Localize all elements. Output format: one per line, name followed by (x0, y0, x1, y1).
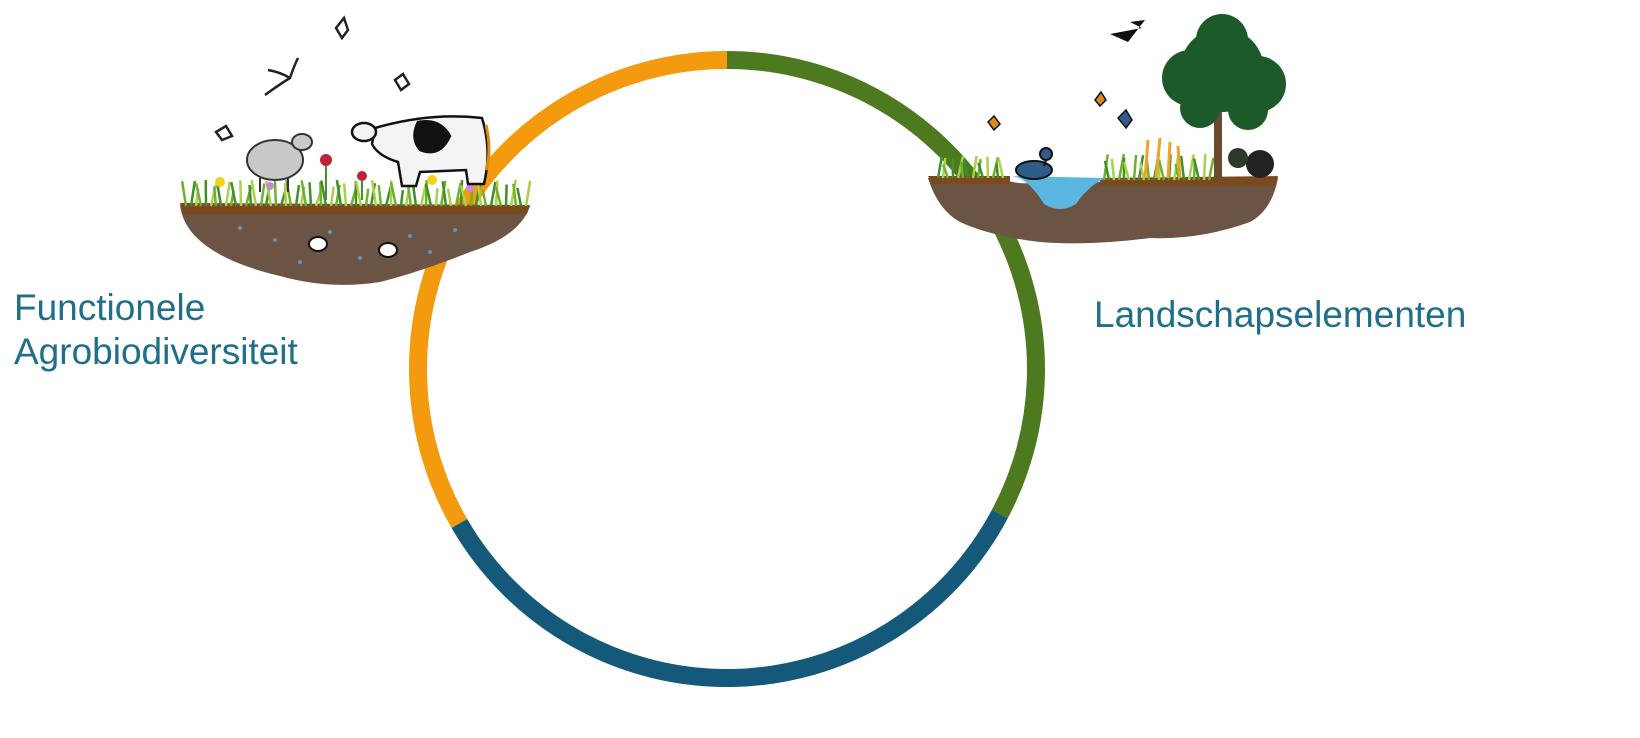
grass-blade (308, 182, 313, 207)
grass-blade (454, 182, 462, 207)
grass-blade (265, 180, 273, 207)
grass-blade (459, 184, 468, 207)
grass-blade (997, 158, 1005, 179)
grass-blade (180, 180, 188, 207)
grass-blade (230, 181, 238, 207)
grass-blade (941, 164, 950, 179)
blue-segment (451, 509, 1008, 687)
grass-blade (412, 186, 418, 207)
grass-blade (446, 188, 453, 207)
grass-blade (294, 184, 301, 207)
grass-blade (364, 188, 370, 207)
grass-blade (962, 159, 970, 179)
grass-blade (956, 156, 965, 179)
grass-blade (224, 181, 231, 207)
grass-blade (259, 183, 266, 207)
grass-blade (504, 184, 508, 207)
grass-blade (971, 155, 978, 179)
grass-blade (516, 187, 523, 207)
farm-biodiversity-illustration (180, 15, 532, 285)
grass-blade (1202, 153, 1207, 181)
grass-blade (283, 183, 288, 207)
grass-blade (370, 179, 378, 207)
grass-blade (342, 183, 348, 207)
grass-blade (1174, 163, 1181, 181)
grass-blade (977, 162, 985, 179)
grass-blade (1132, 154, 1138, 181)
grass-blade (1192, 158, 1201, 181)
grass-blade (389, 182, 398, 207)
grass-blade (194, 183, 203, 207)
grass-blade (1187, 154, 1195, 181)
grass-blade (986, 156, 990, 179)
grass-blade (369, 183, 377, 207)
grass-blade (424, 179, 428, 207)
grass-blade (512, 183, 518, 207)
grass-blade (936, 156, 944, 179)
grass-blade (189, 180, 197, 207)
landscape-elements-illustration (928, 14, 1286, 244)
grass-blade (212, 186, 218, 207)
grass-blade (1207, 157, 1215, 181)
grass-blade (273, 181, 278, 207)
grass-blade (329, 186, 335, 207)
grass-blade (489, 181, 497, 207)
grass-blade (209, 184, 218, 207)
grass-blade (995, 163, 1000, 179)
grass-blade (1179, 155, 1186, 181)
grass-blade (399, 189, 405, 207)
landschapselementen-label: Landschapselementen (1094, 294, 1467, 335)
grass-blade (239, 180, 243, 207)
grass-blade (424, 183, 433, 207)
grass-blade (285, 179, 293, 207)
grass-blade (354, 180, 363, 207)
grass-blade (481, 189, 488, 207)
grass-blade (334, 184, 341, 207)
grass-blade (524, 180, 532, 207)
green-segment (726, 51, 1045, 519)
grass-blade (1110, 158, 1116, 181)
grass-blade (300, 180, 308, 207)
grass-blade (1122, 161, 1131, 181)
grass-blade (1103, 160, 1111, 181)
functionele-agrobiodiversiteit-label: Functionele Agrobiodiversiteit (14, 286, 298, 374)
label-left-line2: Agrobiodiversiteit (14, 331, 298, 372)
grass-blade (1117, 153, 1126, 181)
grass-blade (320, 180, 328, 207)
grass-blade (335, 179, 343, 207)
label-left-line1: Functionele (14, 287, 206, 328)
grass-blade (1139, 162, 1146, 181)
grass-blade (434, 188, 439, 207)
grass-blade (959, 161, 965, 179)
grass-blade (1157, 160, 1166, 181)
grass-blade (441, 181, 448, 207)
grass-blade (377, 184, 383, 207)
grass-blade (319, 181, 323, 207)
grass-blade (459, 180, 464, 207)
grass-blade (494, 186, 503, 207)
grass-blade (250, 179, 258, 207)
grass-blade (248, 184, 253, 207)
